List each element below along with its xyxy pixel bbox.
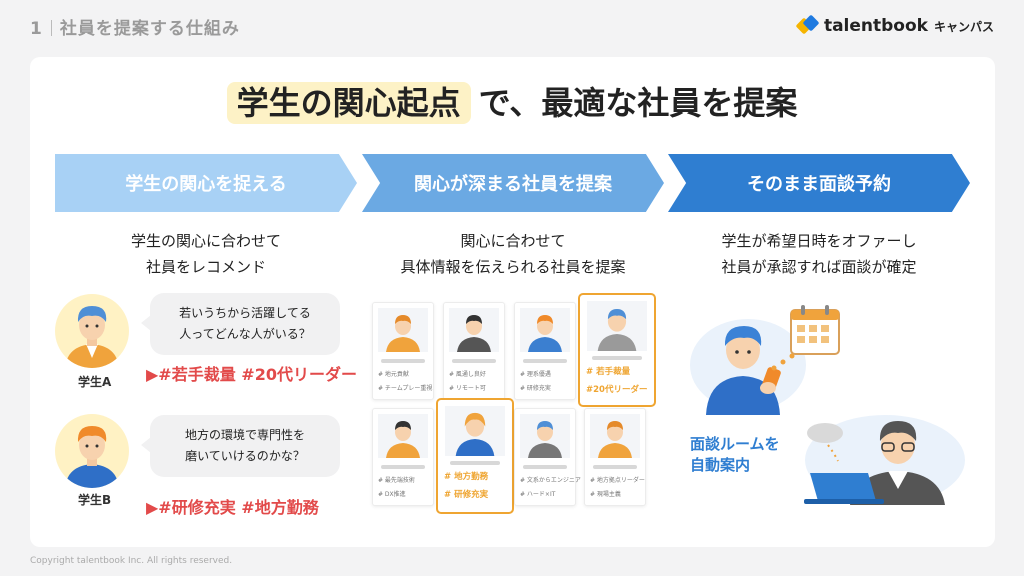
student-phone-illustration — [688, 300, 818, 415]
student-b-bubble-line1: 地方の環境で専門性を — [184, 428, 305, 442]
header-divider — [50, 20, 52, 36]
employee-card[interactable]: # 最先端技術 # DX推進 — [372, 408, 434, 506]
employee-tag-1: # 風通し良好 — [449, 371, 486, 378]
employee-tag-2: # チームプレー重視 — [378, 385, 433, 392]
section-header: 1 社員を提案する仕組み — [30, 14, 240, 39]
employee-tag-2: # 現場主義 — [590, 491, 621, 498]
step-desc-1-line1: 学生の関心に合わせて — [130, 232, 281, 250]
bubble-tail — [141, 315, 151, 331]
student-b-bubble-line2: 磨いていけるのかな？ — [185, 449, 305, 463]
employee-photo — [378, 414, 428, 458]
employee-photo — [520, 414, 570, 458]
step-label-2: 関心が深まる社員を提案 — [414, 174, 612, 195]
step-desc-2: 関心に合わせて 具体情報を伝えられる社員を提案 — [358, 228, 668, 280]
name-placeholder-bar — [523, 359, 567, 363]
student-b-avatar — [55, 414, 129, 488]
student-a-label: 学生A — [78, 375, 112, 389]
talentbook-logo: talentbook キャンパス — [795, 14, 994, 36]
section-number: 1 — [30, 19, 43, 39]
name-placeholder-bar — [592, 356, 642, 360]
student-b-tags: ▶#研修充実 #地方勤務 — [146, 498, 319, 517]
employee-card[interactable]: # 地方拠点リーダー # 現場主義 — [584, 408, 646, 506]
step-desc-3-line2: 社員が承認すれば面談が確定 — [721, 258, 917, 276]
employee-card-highlighted[interactable]: # 地方勤務 # 研修充実 — [436, 398, 514, 514]
name-placeholder-bar — [450, 461, 500, 465]
name-placeholder-bar — [523, 465, 567, 469]
employee-photo — [449, 308, 499, 352]
name-placeholder-bar — [381, 465, 425, 469]
step-arrow-3: そのまま面談予約 — [668, 154, 970, 212]
main-title-rest: で、最適な社員を提案 — [478, 84, 798, 122]
name-placeholder-bar — [593, 465, 637, 469]
name-placeholder-bar — [381, 359, 425, 363]
step-desc-2-line1: 関心に合わせて — [460, 232, 566, 250]
section-title: 社員を提案する仕組み — [59, 19, 240, 39]
employee-tag-1: # 文系からエンジニア — [520, 477, 581, 484]
employee-tag-1: # 理系優遇 — [520, 371, 551, 378]
student-a-avatar — [55, 294, 129, 368]
employee-tag-1: # 地方拠点リーダー — [590, 477, 645, 484]
employee-tag-1: # 地元貢献 — [378, 371, 409, 378]
step-label-1: 学生の関心を捉える — [125, 174, 287, 195]
employee-tag-2: # リモート可 — [449, 385, 486, 392]
student-a-bubble-line1: 若いうちから活躍してる — [179, 306, 311, 320]
dots-decoration — [770, 352, 800, 372]
name-placeholder-bar — [452, 359, 496, 363]
meeting-room-line2: 自動案内 — [690, 456, 751, 474]
student-a-bubble-line2: 人ってどんな人がいる？ — [179, 327, 311, 341]
main-title: 学生の関心起点で、最適な社員を提案 — [0, 78, 1024, 124]
employee-photo — [587, 301, 647, 351]
employee-card[interactable]: # 文系からエンジニア # ハード×IT — [514, 408, 581, 506]
employee-photo — [590, 414, 640, 458]
employee-card[interactable]: # 理系優遇 # 研修充実 — [514, 302, 576, 400]
employee-card-highlighted[interactable]: # 若手裁量 #20代リーダー — [578, 293, 656, 407]
logo-text: talentbook — [823, 16, 928, 36]
employee-tag-1: # 若手裁量 — [586, 367, 631, 377]
step-arrow-1: 学生の関心を捉える — [55, 154, 357, 212]
step-arrow-2: 関心が深まる社員を提案 — [362, 154, 664, 212]
step-label-3: そのまま面談予約 — [747, 174, 891, 195]
employee-laptop-illustration — [790, 405, 965, 505]
logo-subtext: キャンパス — [933, 19, 994, 34]
copyright-footer: Copyright talentbook Inc. All rights res… — [30, 556, 233, 566]
student-b-bubble: 地方の環境で専門性を 磨いていけるのかな？ — [141, 415, 340, 477]
employee-tag-2: # DX推進 — [378, 491, 406, 498]
calendar-icon — [785, 300, 845, 360]
employee-card[interactable]: # 風通し良好 # リモート可 — [443, 302, 505, 400]
employee-tag-1: # 地方勤務 — [444, 472, 489, 482]
cloud-icon — [800, 415, 850, 465]
student-a-tags: ▶#若手裁量 #20代リーダー — [146, 365, 357, 384]
bubble-tail — [141, 437, 151, 453]
meeting-room-line1: 面談ルームを — [690, 435, 780, 453]
student-a-bubble: 若いうちから活躍してる 人ってどんな人がいる？ — [141, 293, 340, 355]
employee-photo — [445, 406, 505, 456]
step-desc-1: 学生の関心に合わせて 社員をレコメンド — [51, 228, 361, 280]
step-desc-3-line1: 学生が希望日時をオファーし — [721, 232, 917, 250]
employee-tag-2: #20代リーダー — [586, 385, 648, 395]
employee-photo — [520, 308, 570, 352]
step-desc-3: 学生が希望日時をオファーし 社員が承認すれば面談が確定 — [664, 228, 974, 280]
meeting-room-text: 面談ルームを 自動案内 — [690, 434, 780, 476]
employee-tag-2: # 研修充実 — [444, 490, 489, 500]
employee-card[interactable]: # 地元貢献 # チームプレー重視 — [372, 302, 434, 400]
step-desc-2-line2: 具体情報を伝えられる社員を提案 — [400, 258, 626, 276]
logo-mark-icon — [795, 14, 820, 36]
student-b-label: 学生B — [78, 493, 112, 507]
employee-tag-1: # 最先端技術 — [378, 477, 415, 484]
step-desc-1-line2: 社員をレコメンド — [145, 258, 266, 276]
main-title-highlight: 学生の関心起点 — [226, 82, 471, 124]
employee-tag-2: # 研修充実 — [520, 385, 551, 392]
employee-tag-2: # ハード×IT — [520, 491, 556, 498]
employee-card-grid: # 地元貢献 # チームプレー重視 # 風通し良好 # リモート可 # 理系優遇… — [370, 293, 656, 514]
employee-photo — [378, 308, 428, 352]
